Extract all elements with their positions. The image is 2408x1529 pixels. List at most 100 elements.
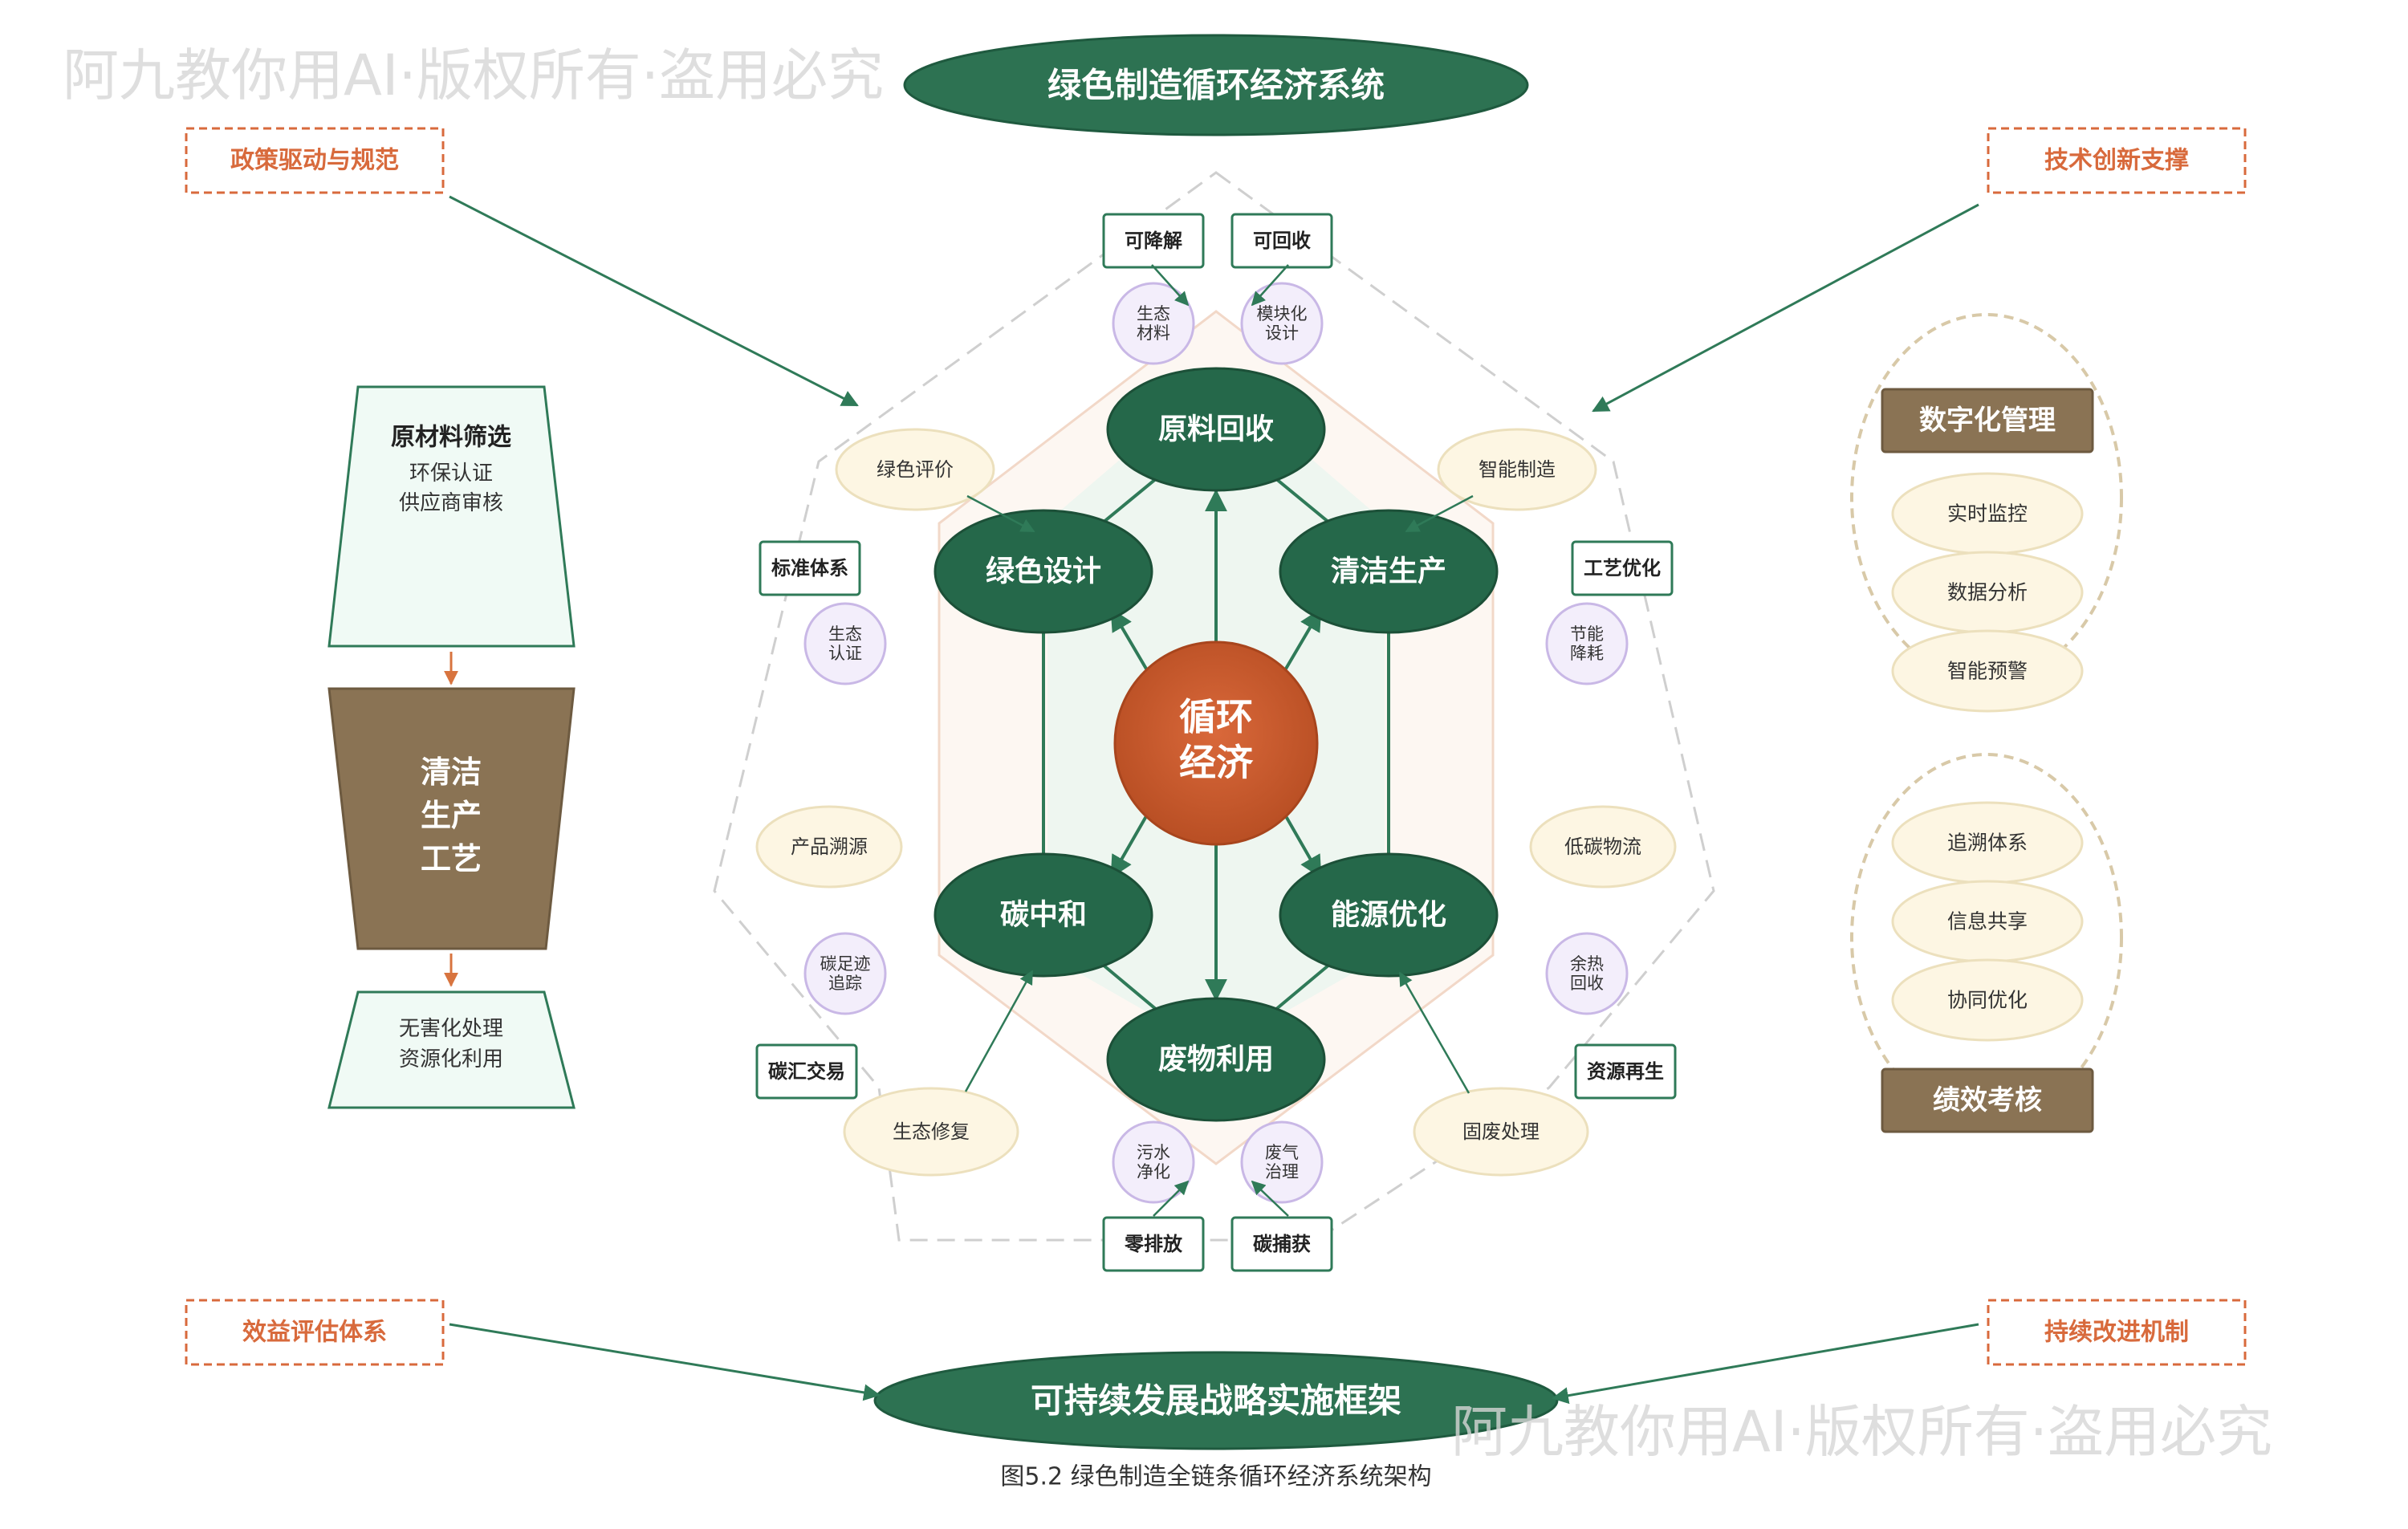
corner-label-tech: 技术创新支撑 <box>2044 147 2189 175</box>
oval-eco-repair: 生态修复 <box>843 1087 1019 1177</box>
corner-box-top-right: 技术创新支撑 <box>1987 127 2247 194</box>
svg-text:原料回收: 原料回收 <box>1158 413 1274 446</box>
tag-degradable: 可降解 <box>1102 213 1205 269</box>
left-flow-top-trapezoid: 原材料筛选 环保认证 供应商审核 <box>327 385 576 648</box>
oval-text: 智能制造 <box>1479 458 1556 481</box>
aux-connectors <box>964 264 1474 1217</box>
arrow-benefit <box>449 1323 881 1401</box>
digital-item: 智能预警 <box>1891 629 2084 713</box>
arrow-tech <box>1592 203 1979 413</box>
svg-text:循环: 循环 <box>1179 695 1253 738</box>
arrow-improve <box>1551 1323 1979 1405</box>
svg-text:废物利用: 废物利用 <box>1158 1043 1274 1076</box>
left-flow-bottom-line1: 无害化处理 <box>399 1017 503 1041</box>
oval-text: 产品溯源 <box>791 836 868 858</box>
satellite-text-line: 生态 <box>828 624 862 644</box>
corner-label-policy: 政策驱动与规范 <box>230 147 399 175</box>
oval-text: 生态修复 <box>893 1120 970 1143</box>
corner-box-bottom-left: 效益评估体系 <box>185 1299 445 1366</box>
satellite-text-line: 节能 <box>1570 624 1604 644</box>
satellite-text-line: 认证 <box>828 644 862 663</box>
bottom-title-text: 可持续发展战略实施框架 <box>1031 1381 1401 1421</box>
outer-dashed-frame <box>713 171 1715 1242</box>
left-flow-mid-trapezoid: 清洁 生产 工艺 <box>327 687 576 950</box>
tag-regeneration: 资源再生 <box>1574 1043 1677 1100</box>
tag-process-opt: 工艺优化 <box>1571 540 1674 596</box>
oval-low-carbon: 低碳物流 <box>1529 805 1677 889</box>
satellite-text-line: 设计 <box>1265 323 1299 343</box>
left-flow-bottom-trapezoid: 无害化处理 资源化利用 <box>327 990 576 1109</box>
svg-text:能源优化: 能源优化 <box>1331 899 1446 932</box>
performance-item: 协同优化 <box>1891 958 2084 1042</box>
performance-item-text: 追溯体系 <box>1947 832 2028 855</box>
node-energy-optimization: 能源优化 <box>1279 852 1499 978</box>
tag-text: 可回收 <box>1253 230 1311 252</box>
tag-text: 碳捕获 <box>1253 1233 1311 1255</box>
tag-text: 标准体系 <box>771 557 848 579</box>
watermark-top: 阿九教你用AI·版权所有·盗用必究 <box>63 43 884 108</box>
node-carbon-neutral: 碳中和 <box>934 852 1153 978</box>
svg-text:绿色设计: 绿色设计 <box>986 555 1101 588</box>
satellite-text-line: 材料 <box>1137 323 1170 343</box>
oval-green-eval: 绿色评价 <box>835 428 995 511</box>
corner-box-top-left: 政策驱动与规范 <box>185 127 445 194</box>
satellite-text-line: 降耗 <box>1570 644 1604 663</box>
digital-item: 实时监控 <box>1891 472 2084 555</box>
tag-text: 碳汇交易 <box>768 1060 845 1083</box>
tag-text: 零排放 <box>1124 1233 1183 1255</box>
oval-text: 低碳物流 <box>1564 836 1641 858</box>
oval-text: 绿色评价 <box>877 458 954 481</box>
performance-item-text: 协同优化 <box>1947 989 2028 1012</box>
left-flow-top-line2: 供应商审核 <box>399 491 503 515</box>
svg-text:碳中和: 碳中和 <box>1000 899 1087 932</box>
performance-title: 绩效考核 <box>1933 1084 2042 1116</box>
tag-text: 资源再生 <box>1587 1060 1664 1083</box>
left-flow-top-line1: 环保认证 <box>409 462 493 486</box>
node-raw-material-recovery: 原料回收 <box>1106 367 1326 492</box>
digital-title: 数字化管理 <box>1919 405 2056 437</box>
left-flow-mid-line1: 清洁 <box>421 754 482 790</box>
tag-carbon-capture: 碳捕获 <box>1230 1216 1333 1272</box>
title-banner <box>903 34 1529 136</box>
satellite-text-line: 碳足迹 <box>820 954 871 974</box>
arrow-policy <box>449 195 859 407</box>
digital-item-text: 数据分析 <box>1947 581 2028 604</box>
performance-item: 追溯体系 <box>1891 801 2084 884</box>
tag-text: 工艺优化 <box>1584 557 1661 579</box>
oval-solid-waste: 固废处理 <box>1413 1087 1589 1177</box>
satellite-text-line: 余热 <box>1570 954 1604 974</box>
node-green-design: 绿色设计 <box>934 509 1153 634</box>
oval-text: 固废处理 <box>1462 1120 1540 1143</box>
satellite-text-line: 生态 <box>1137 304 1170 323</box>
left-flow-mid-line3: 工艺 <box>421 841 482 876</box>
oval-smart-mfg: 智能制造 <box>1437 428 1597 511</box>
satellite-text-line: 模块化 <box>1257 304 1308 323</box>
satellite-text-line: 废气 <box>1265 1143 1299 1162</box>
satellite-text-line: 追踪 <box>828 974 862 993</box>
digital-item: 数据分析 <box>1891 551 2084 634</box>
performance-item: 信息共享 <box>1891 880 2084 963</box>
node-clean-production: 清洁生产 <box>1279 509 1499 634</box>
oval-traceability: 产品溯源 <box>755 805 903 889</box>
digital-item-text: 智能预警 <box>1947 660 2028 683</box>
satellite-text-line: 回收 <box>1570 974 1604 993</box>
tag-carbon-trade: 碳汇交易 <box>755 1043 858 1100</box>
svg-text:经济: 经济 <box>1179 741 1254 784</box>
tag-zero-emission: 零排放 <box>1102 1216 1205 1272</box>
node-circular-economy-center: 循环 经济 <box>1113 640 1319 846</box>
digital-item-text: 实时监控 <box>1947 502 2028 526</box>
corner-box-bottom-right: 持续改进机制 <box>1987 1299 2247 1366</box>
watermark-bottom: 阿九教你用AI·版权所有·盗用必究 <box>1451 1399 2272 1465</box>
